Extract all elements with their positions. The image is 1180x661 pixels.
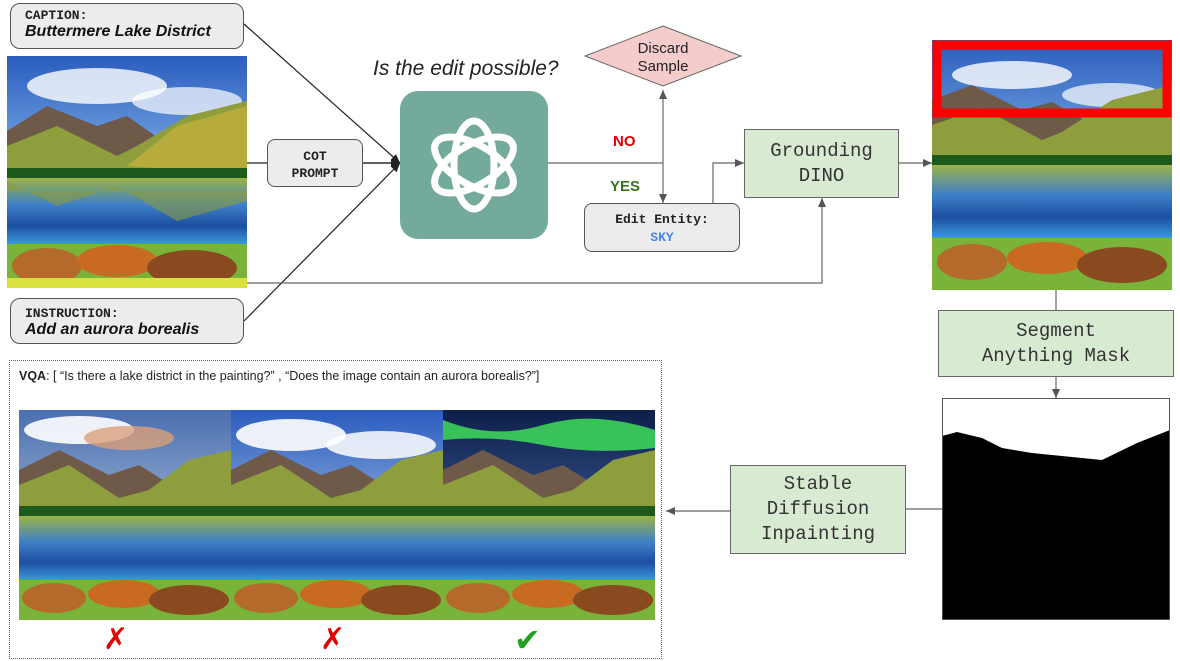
- yes-label: YES: [610, 178, 641, 195]
- segment-anything-box: Segment Anything Mask: [938, 310, 1174, 377]
- vqa-label: VQA: [19, 369, 47, 383]
- openai-logo-icon: [431, 117, 517, 213]
- caption-label: CAPTION:: [25, 8, 88, 23]
- instruction-box: INSTRUCTION: Add an aurora borealis: [10, 298, 244, 344]
- discard-line-1: Discard: [637, 40, 689, 57]
- vqa-panel: VQA: [ “Is there a lake district in the …: [9, 360, 662, 659]
- grounding-line-1: Grounding: [770, 139, 873, 162]
- segment-line-2: Anything Mask: [981, 344, 1131, 367]
- discard-line-2: Sample: [637, 58, 689, 75]
- instruction-text: Add an aurora borealis: [25, 321, 200, 338]
- cot-line-2: PROMPT: [291, 166, 339, 181]
- instruction-arrow: [243, 162, 401, 322]
- result-image-2: [231, 410, 443, 620]
- grounding-line-2: DINO: [798, 164, 845, 187]
- cot-prompt-box: COT PROMPT: [267, 139, 363, 187]
- result-3-check-icon: ✔: [514, 622, 541, 658]
- entity-arrow: [712, 159, 744, 203]
- caption-arrow: [243, 23, 401, 164]
- edit-entity-label: Edit Entity:: [615, 212, 709, 227]
- instruction-label: INSTRUCTION:: [25, 306, 119, 321]
- grounding-dino-box: Grounding DINO: [744, 129, 899, 198]
- edit-entity-value: SKY: [650, 230, 674, 245]
- inpaint-line-3: Inpainting: [760, 523, 876, 545]
- vqa-questions: : [ “Is there a lake district in the pai…: [46, 369, 540, 383]
- mask-image: [942, 398, 1170, 620]
- gpt-logo: [400, 91, 548, 239]
- caption-text: Buttermere Lake District: [25, 23, 211, 40]
- source-image: [7, 56, 247, 288]
- question-text: Is the edit possible?: [373, 57, 559, 80]
- segment-line-1: Segment: [1016, 319, 1096, 342]
- inpaint-line-1: Stable: [783, 473, 853, 495]
- image-to-dino-arrow: [244, 198, 826, 284]
- caption-box: CAPTION: Buttermere Lake District: [10, 3, 244, 49]
- inpaint-line-2: Diffusion: [766, 498, 870, 520]
- discard-label: Discard Sample: [583, 40, 743, 76]
- result-image-1: [19, 410, 231, 620]
- sky-bounding-box: [932, 40, 1172, 118]
- vqa-caption: VQA: [ “Is there a lake district in the …: [19, 369, 539, 383]
- result-1-cross-icon: ✗: [103, 623, 129, 656]
- edit-entity-box: Edit Entity: SKY: [584, 203, 740, 252]
- cot-line-1: COT: [303, 149, 327, 164]
- result-image-3: [443, 410, 655, 620]
- no-label: NO: [613, 133, 636, 150]
- result-2-cross-icon: ✗: [320, 623, 346, 656]
- bbox-image: [932, 40, 1172, 290]
- discard-diamond: [583, 25, 743, 87]
- inpainting-box: Stable Diffusion Inpainting: [730, 465, 906, 554]
